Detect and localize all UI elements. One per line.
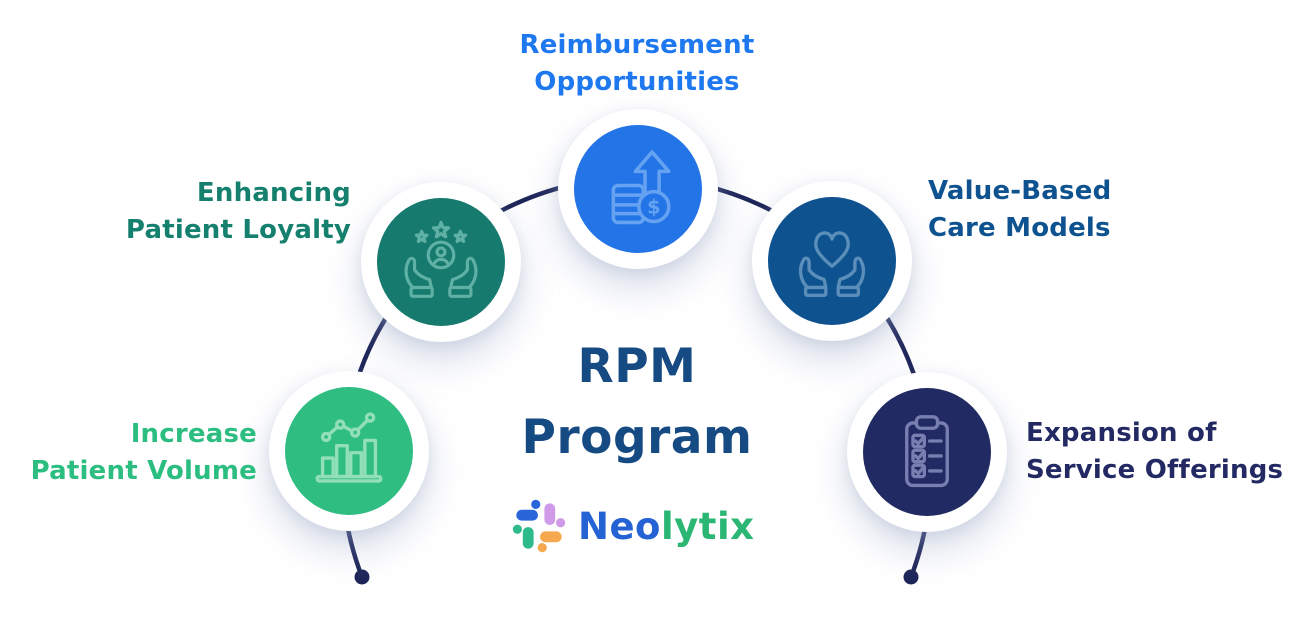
logo-arm-lavender <box>544 503 566 528</box>
label-line: Care Models <box>928 213 1111 243</box>
node-disc: $ <box>574 125 702 253</box>
right-hand <box>448 256 478 298</box>
check-row-1 <box>911 433 943 449</box>
label-line: Reimbursement <box>519 30 755 60</box>
node-increase-patient-volume <box>269 371 429 531</box>
logo-arm-green <box>512 524 534 549</box>
label-expansion-of-service-offerings: Expansion of Service Offerings <box>1026 415 1286 489</box>
label-value-based-care-models: Value-Based Care Models <box>928 173 1258 247</box>
logo-arm-blue <box>516 499 541 521</box>
label-line: Increase <box>130 419 257 449</box>
growth-chart-icon <box>315 412 383 483</box>
brand-wordmark-primary: Neo <box>578 504 661 548</box>
node-reimbursement-opportunities: $ <box>558 109 718 269</box>
label-line: Value-Based <box>928 176 1112 206</box>
node-ring <box>269 371 429 531</box>
node-disc <box>377 198 505 326</box>
label-increase-patient-volume: Increase Patient Volume <box>7 416 257 490</box>
node-ring <box>752 181 912 341</box>
left-hand <box>404 256 434 298</box>
page-title: RPM Program <box>437 331 837 473</box>
node-value-based-care-models <box>752 181 912 341</box>
title-line-2: Program <box>521 410 753 465</box>
node-enhancing-patient-loyalty <box>361 182 521 342</box>
right-hand <box>836 256 866 297</box>
node-disc <box>863 388 991 516</box>
heart-in-hands-icon <box>798 231 866 297</box>
label-line: Patient Loyalty <box>125 215 351 245</box>
arc-end-dot-left <box>354 569 370 585</box>
node-expansion-of-service-offerings <box>847 372 1007 532</box>
brand-wordmark-secondary: lytix <box>660 504 755 548</box>
node-disc <box>768 197 896 325</box>
label-line: Service Offerings <box>1026 455 1284 485</box>
checklist-clipboard-icon <box>905 415 949 488</box>
node-ring: $ <box>558 109 718 269</box>
check-row-3 <box>911 463 943 479</box>
patient-loyalty-icon <box>404 220 478 298</box>
coins-growth-icon: $ <box>611 150 671 225</box>
neolytix-logo: Neolytix <box>510 499 755 553</box>
node-ring <box>361 182 521 342</box>
label-reimbursement-opportunities: Reimbursement Opportunities <box>437 27 837 101</box>
neolytix-logo-mark-icon <box>512 499 566 553</box>
label-line: Patient Volume <box>30 456 257 486</box>
label-line: Opportunities <box>534 67 740 97</box>
node-disc <box>285 387 413 515</box>
arc-end-dot-right <box>903 569 919 585</box>
svg-text:$: $ <box>647 196 660 219</box>
title-line-1: RPM <box>577 339 697 394</box>
check-row-2 <box>911 448 943 464</box>
label-line: Expansion of <box>1026 418 1217 448</box>
label-line: Enhancing <box>196 178 351 208</box>
left-hand <box>798 256 828 297</box>
node-ring <box>847 372 1007 532</box>
label-enhancing-patient-loyalty: Enhancing Patient Loyalty <box>31 175 351 249</box>
logo-arm-orange <box>537 531 562 553</box>
brand-wordmark: Neolytix <box>578 505 755 548</box>
